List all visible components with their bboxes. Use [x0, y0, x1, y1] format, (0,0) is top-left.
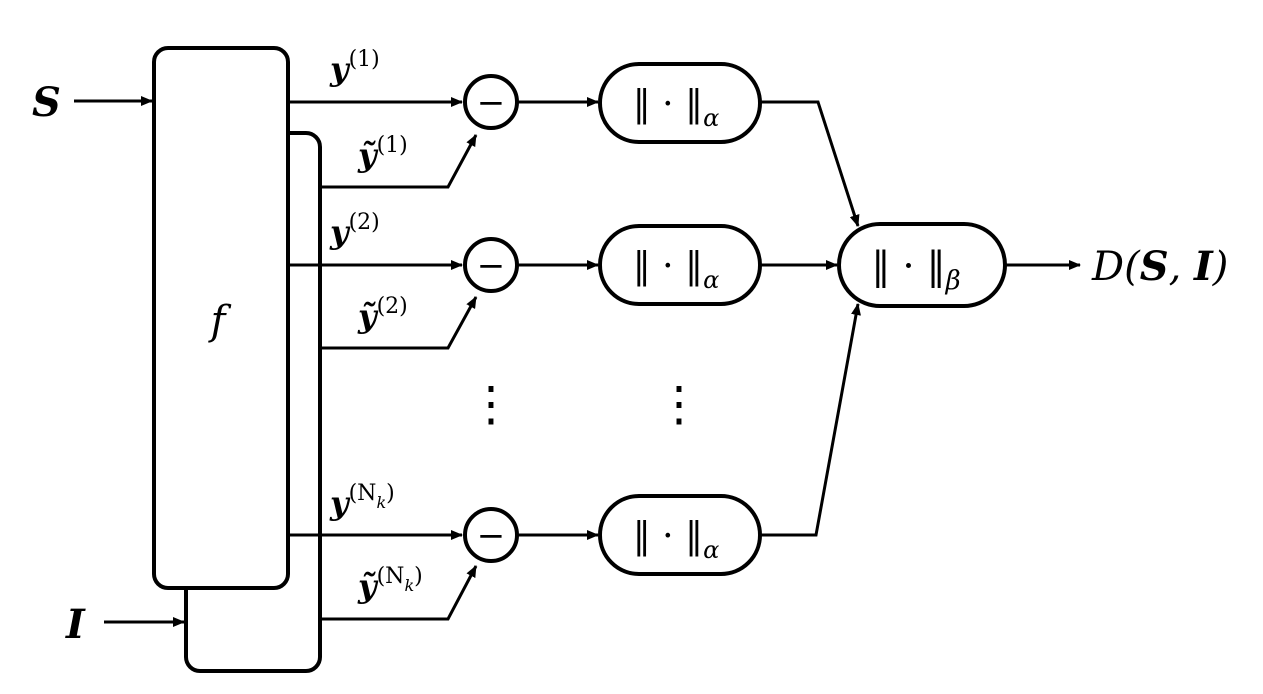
y2-tilde-label: ỹ(2): [357, 294, 408, 335]
y2-label: y(2): [329, 210, 380, 251]
y2-tilde-arrow: [320, 296, 478, 350]
result-label: D(S, I): [1091, 243, 1228, 290]
subtract-node-1: [463, 74, 519, 130]
subtract-node-2: [463, 237, 519, 293]
normnk-to-beta-arrow: [760, 303, 861, 537]
input-s-label: S: [32, 79, 61, 126]
y1-label: y(1): [329, 47, 380, 88]
norm-alpha-label-1: ‖ · ‖α: [633, 84, 720, 132]
branch-2: − ‖ · ‖α y(2) ỹ(2): [288, 210, 838, 350]
y1-tilde-arrow: [320, 134, 478, 189]
norm-alpha-label-2: ‖ · ‖α: [633, 246, 720, 294]
ynk-label: y(Nk): [329, 481, 395, 522]
subtract-node-nk: [463, 507, 519, 563]
minus-symbol-1: −: [477, 83, 506, 123]
norm-alpha-label-nk: ‖ · ‖α: [633, 516, 720, 564]
norm1-to-beta-arrow: [760, 100, 860, 227]
ynk-tilde-label: ỹ(Nk): [357, 564, 423, 605]
branch-nk: − ‖ · ‖α y(Nk) ỹ(Nk): [288, 303, 861, 621]
ynk-tilde-arrow: [320, 565, 478, 621]
norm-beta-label: ‖ · ‖β: [871, 244, 960, 296]
vertical-dots-right: ⋮: [655, 376, 703, 432]
minus-symbol-nk: −: [477, 516, 506, 556]
function-block-front: [152, 46, 290, 590]
vertical-dots-left: ⋮: [467, 376, 515, 432]
branch-1: − ‖ · ‖α y(1) ỹ(1): [288, 47, 860, 227]
minus-symbol-2: −: [477, 246, 506, 286]
input-i-label: I: [65, 601, 86, 648]
y1-tilde-label: ỹ(1): [357, 133, 408, 174]
